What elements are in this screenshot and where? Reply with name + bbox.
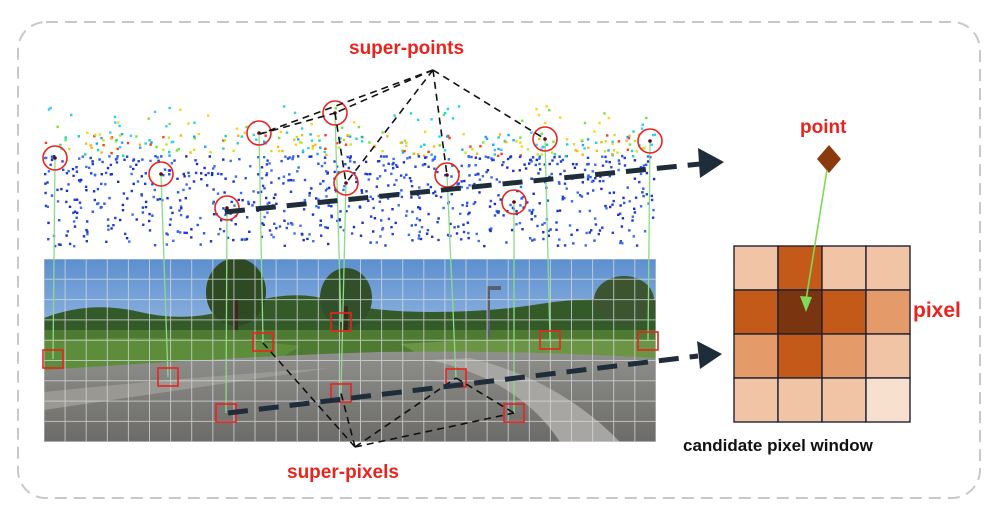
dashed-arrow-icon <box>224 148 724 215</box>
point-cloud <box>44 105 657 248</box>
window-pixel <box>865 289 911 335</box>
point-label: point <box>800 117 847 138</box>
window-center-pixel <box>777 289 823 335</box>
super-pixel-marker <box>330 383 352 403</box>
candidate-pixel-window <box>733 245 911 423</box>
window-pixel <box>777 377 823 423</box>
window-pixel <box>777 333 823 379</box>
super-pixel-marker <box>330 312 352 332</box>
window-pixel <box>733 245 779 291</box>
window-pixel <box>777 245 823 291</box>
candidate-window-label: candidate pixel window <box>683 436 873 455</box>
window-pixel <box>865 333 911 379</box>
super-point-marker <box>333 170 359 196</box>
super-point-marker <box>42 145 68 171</box>
window-pixel <box>821 245 867 291</box>
super-pixel-marker <box>252 332 274 352</box>
window-pixel <box>733 333 779 379</box>
super-pixel-marker <box>539 330 561 350</box>
window-pixel <box>733 377 779 423</box>
super-point-marker <box>214 195 240 221</box>
super-point-marker <box>501 189 527 215</box>
window-pixel <box>821 289 867 335</box>
super-pixel-marker <box>637 331 659 351</box>
super-pixels-label: super-pixels <box>287 462 399 483</box>
super-pixel-marker <box>157 367 179 387</box>
point-to-pixel-arrow <box>800 169 828 312</box>
window-pixel <box>733 289 779 335</box>
super-point-marker <box>532 126 558 152</box>
super-point-marker <box>322 100 348 126</box>
super-pixel-marker <box>503 403 525 423</box>
super-point-marker <box>434 162 460 188</box>
camera-image <box>44 259 656 442</box>
super-point-marker <box>637 128 663 154</box>
super-points-lines <box>259 69 546 184</box>
super-pixels-lines <box>262 342 515 448</box>
figure-frame <box>17 21 981 499</box>
window-pixel <box>821 377 867 423</box>
diamond-icon <box>817 145 841 173</box>
window-pixel <box>821 333 867 379</box>
super-points-label: super-points <box>349 38 465 59</box>
window-pixel <box>865 377 911 423</box>
pixel-label: pixel <box>913 299 961 322</box>
super-point-marker <box>148 161 174 187</box>
dashed-arrow-icon <box>227 341 722 416</box>
window-pixel <box>865 245 911 291</box>
super-point-marker <box>246 120 272 146</box>
super-pixel-marker <box>42 349 64 369</box>
